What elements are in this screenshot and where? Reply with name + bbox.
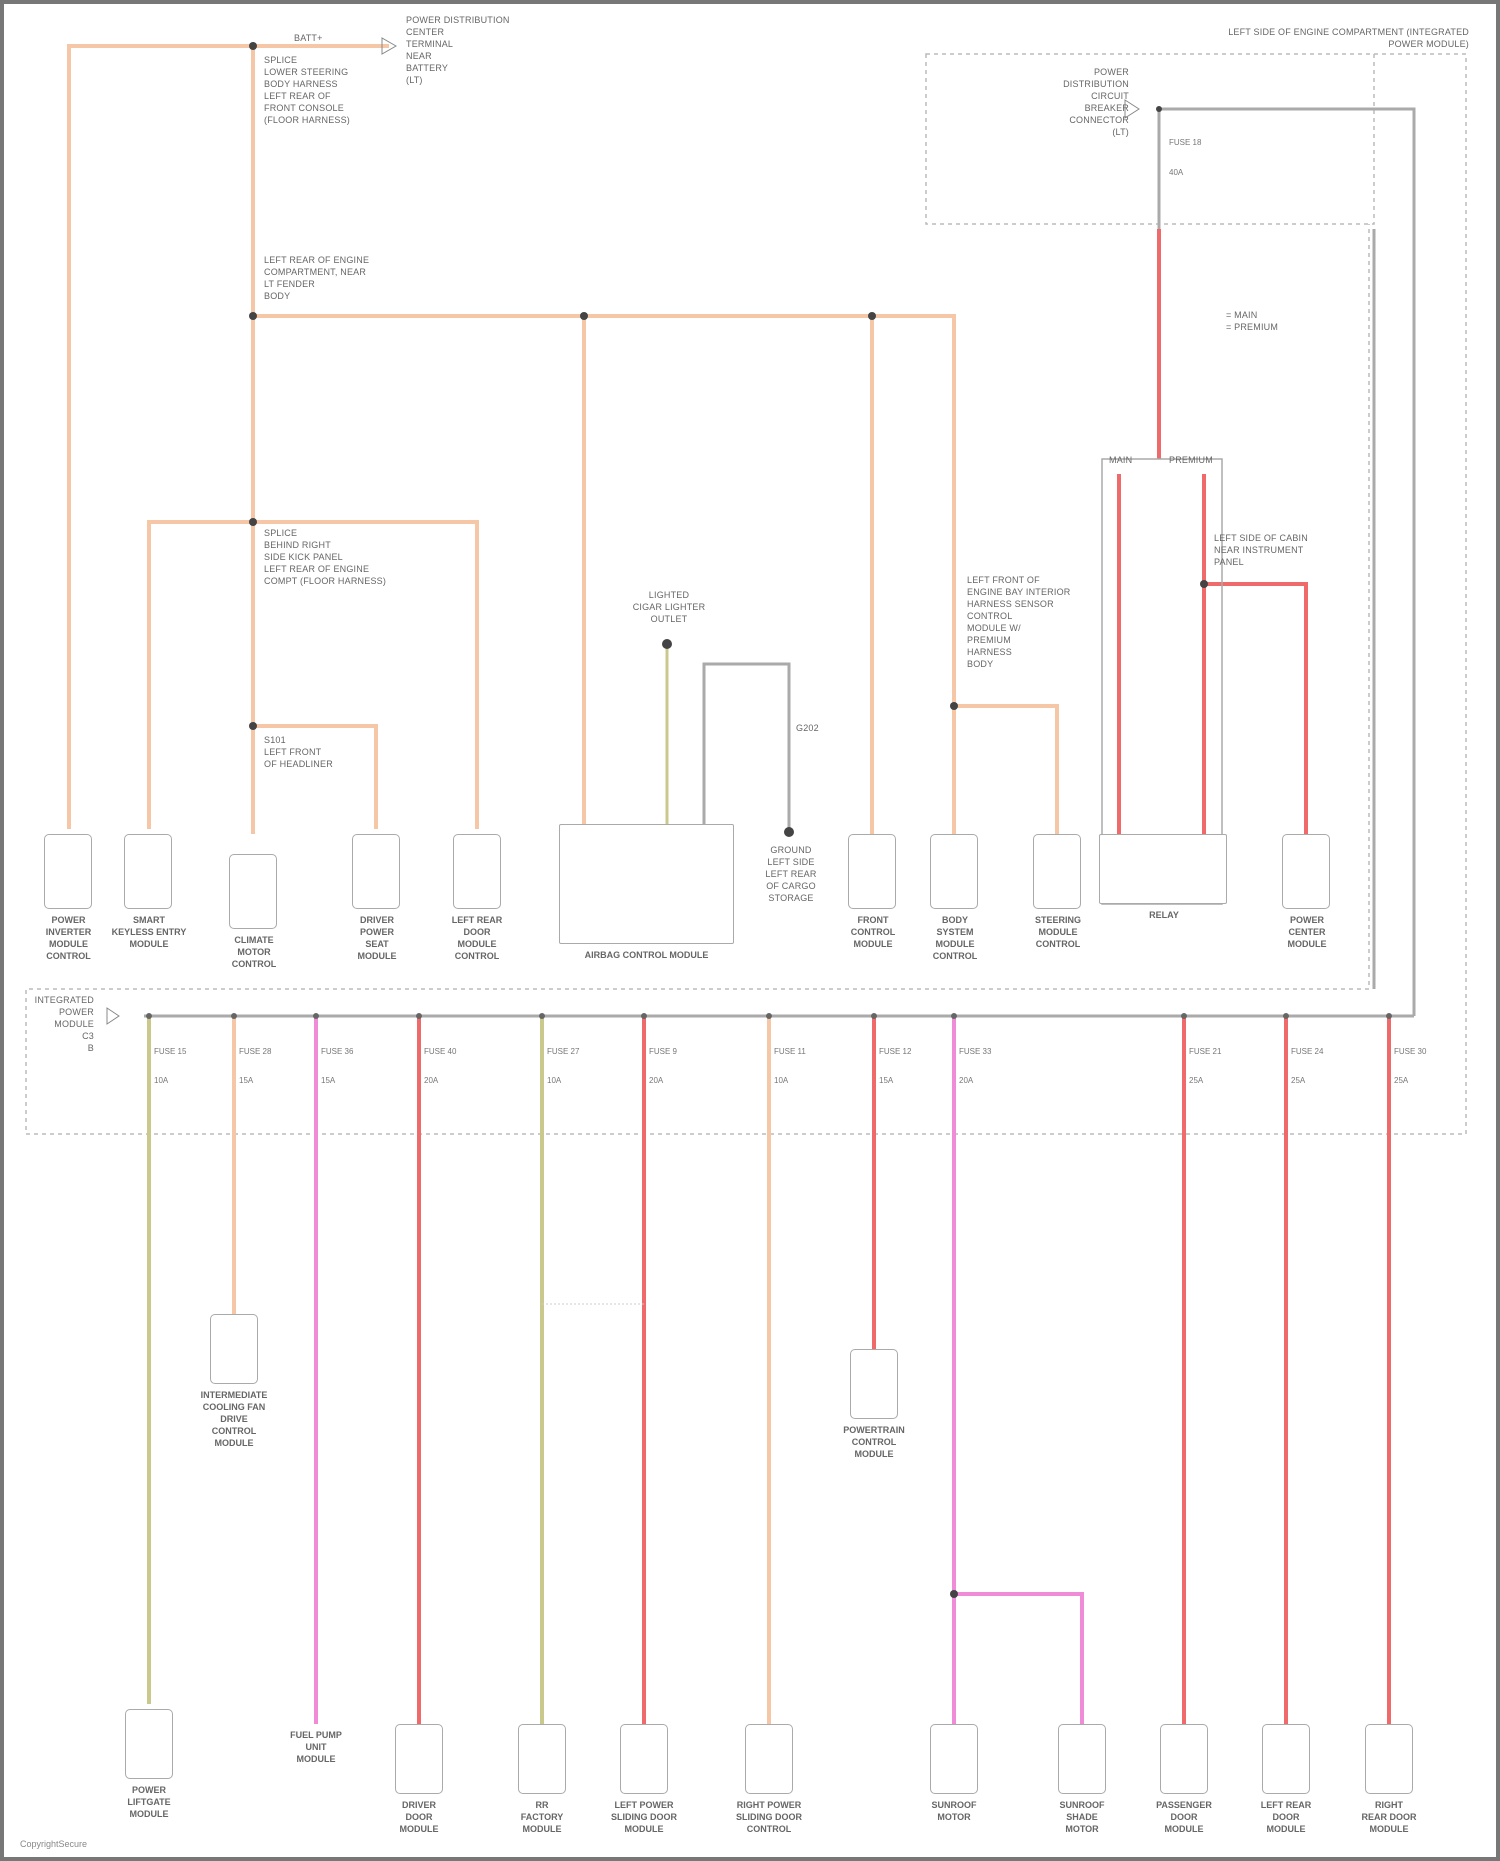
fuse-amp: 25A [1394, 1076, 1409, 1085]
fuse-label: FUSE 9 [649, 1047, 678, 1056]
component-label: POWER INVERTER MODULE CONTROL [45, 915, 92, 961]
component-driver-seat [352, 834, 400, 909]
fuse-18-amp: 40A [1169, 168, 1184, 177]
component-keyless-entry [124, 834, 172, 909]
component-label: RIGHT POWER SLIDING DOOR CONTROL [735, 1800, 802, 1834]
component-right-rear-door [1365, 1724, 1413, 1794]
component-airbag-module [559, 824, 734, 944]
fuse-label: FUSE 33 [959, 1047, 992, 1056]
fuse-label: FUSE 21 [1189, 1047, 1222, 1056]
g202-label: G202 [796, 723, 819, 733]
component-left-sliding-door [620, 1724, 668, 1794]
fuse-amp: 20A [424, 1076, 439, 1085]
component-label: POWER CENTER MODULE [1287, 915, 1327, 949]
fuse-label: FUSE 24 [1291, 1047, 1324, 1056]
component-label: POWER LIFTGATE MODULE [127, 1785, 171, 1819]
component-body-system [930, 834, 978, 909]
component-label: FUEL PUMP UNIT MODULE [290, 1730, 342, 1764]
ipm-label: INTEGRATED POWER MODULE C3 B [34, 995, 94, 1053]
component-label: STEERING MODULE CONTROL [1034, 915, 1081, 949]
fuse-label: FUSE 28 [239, 1047, 272, 1056]
pdc-breaker-label: POWER DISTRIBUTION CIRCUIT BREAKER CONNE… [1063, 67, 1129, 137]
component-label: FRONT CONTROL MODULE [850, 915, 896, 949]
component-power-inverter [44, 834, 92, 909]
fuse-amp: 15A [321, 1076, 336, 1085]
cigar-lighter-label: LIGHTED CIGAR LIGHTER OUTLET [632, 590, 706, 624]
component-label: LEFT REAR DOOR MODULE CONTROL [451, 915, 503, 961]
legend: = MAIN = PREMIUM [1226, 310, 1279, 332]
component-label: LEFT POWER SLIDING DOOR MODULE [610, 1800, 677, 1834]
fuse-amp: 25A [1291, 1076, 1306, 1085]
fuse-18-label: FUSE 18 [1169, 138, 1202, 147]
component-label: BODY SYSTEM MODULE CONTROL [932, 915, 978, 961]
fuse-label: FUSE 40 [424, 1047, 457, 1056]
wire-label-batt: BATT+ [294, 33, 323, 43]
component-power-liftgate [125, 1709, 173, 1779]
component-label: INTERMEDIATE COOLING FAN DRIVE CONTROL M… [200, 1390, 268, 1448]
component-label: SUNROOF SHADE MOTOR [1059, 1800, 1105, 1834]
right-splice-label: LEFT SIDE OF CABIN NEAR INSTRUMENT PANEL [1214, 533, 1308, 567]
premium-label: PREMIUM [1169, 455, 1213, 465]
component-label: LEFT REAR DOOR MODULE [1260, 1800, 1312, 1834]
fuse-amp: 15A [879, 1076, 894, 1085]
wire-layer [25, 37, 1467, 1724]
rt-note-label: LEFT FRONT OF ENGINE BAY INTERIOR HARNES… [967, 575, 1071, 669]
fuse-amp: 20A [649, 1076, 664, 1085]
component-sunroof-shade [1058, 1724, 1106, 1794]
fuse-label: FUSE 11 [774, 1047, 806, 1056]
fuse-amp: 10A [774, 1076, 789, 1085]
splice-label-s101: S101 LEFT FRONT OF HEADLINER [264, 735, 333, 769]
component-powertrain [850, 1349, 898, 1419]
component-steering [1033, 834, 1081, 909]
component-label: SUNROOF MOTOR [931, 1800, 977, 1822]
main-label: MAIN [1109, 455, 1133, 465]
component-label: POWERTRAIN CONTROL MODULE [843, 1425, 905, 1459]
component-front-control [848, 834, 896, 909]
component-driver-door [395, 1724, 443, 1794]
fuse-label: FUSE 15 [154, 1047, 187, 1056]
fuse-label: FUSE 27 [547, 1047, 580, 1056]
title-label: LEFT SIDE OF ENGINE COMPARTMENT (INTEGRA… [1228, 27, 1469, 49]
component-left-rear-door-bottom [1262, 1724, 1310, 1794]
component-label: CLIMATE MOTOR CONTROL [231, 935, 277, 969]
splice-label-top: SPLICE LOWER STEERING BODY HARNESS LEFT … [264, 55, 351, 125]
component-right-sliding-door [745, 1724, 793, 1794]
splice-label-mid: LEFT REAR OF ENGINE COMPARTMENT, NEAR LT… [264, 255, 370, 301]
fuse-label: FUSE 36 [321, 1047, 354, 1056]
component-relay [1099, 834, 1227, 904]
fuse-amp: 25A [1189, 1076, 1204, 1085]
component-label: RELAY [1149, 910, 1179, 920]
component-sunroof-motor [930, 1724, 978, 1794]
fuse-amp: 20A [959, 1076, 974, 1085]
component-label: RIGHT REAR DOOR MODULE [1361, 1800, 1417, 1834]
component-label: SMART KEYLESS ENTRY MODULE [111, 915, 187, 949]
component-cooling-fan [210, 1314, 258, 1384]
connector-label-top: POWER DISTRIBUTION CENTER TERMINAL NEAR … [406, 15, 510, 85]
fuse-label: FUSE 12 [879, 1047, 912, 1056]
copyright-footer: CopyrightSecure [20, 1839, 88, 1849]
splice-label-2: SPLICE BEHIND RIGHT SIDE KICK PANEL LEFT… [264, 528, 387, 586]
fuse-amp: 15A [239, 1076, 254, 1085]
component-rr-factory [518, 1724, 566, 1794]
component-label: DRIVER POWER SEAT MODULE [357, 915, 397, 961]
ground-label: GROUND LEFT SIDE LEFT REAR OF CARGO STOR… [765, 845, 817, 903]
fuse-amp: 10A [547, 1076, 562, 1085]
component-label: RR FACTORY MODULE [520, 1800, 564, 1834]
component-label: AIRBAG CONTROL MODULE [584, 950, 709, 960]
fuse-label: FUSE 30 [1394, 1047, 1427, 1056]
component-climate-motor [229, 854, 277, 929]
fuse-amp: 10A [154, 1076, 169, 1085]
component-left-rear-door [453, 834, 501, 909]
component-power-center [1282, 834, 1330, 909]
component-passenger-door [1160, 1724, 1208, 1794]
component-label: DRIVER DOOR MODULE [399, 1800, 439, 1834]
component-label: PASSENGER DOOR MODULE [1156, 1800, 1212, 1834]
